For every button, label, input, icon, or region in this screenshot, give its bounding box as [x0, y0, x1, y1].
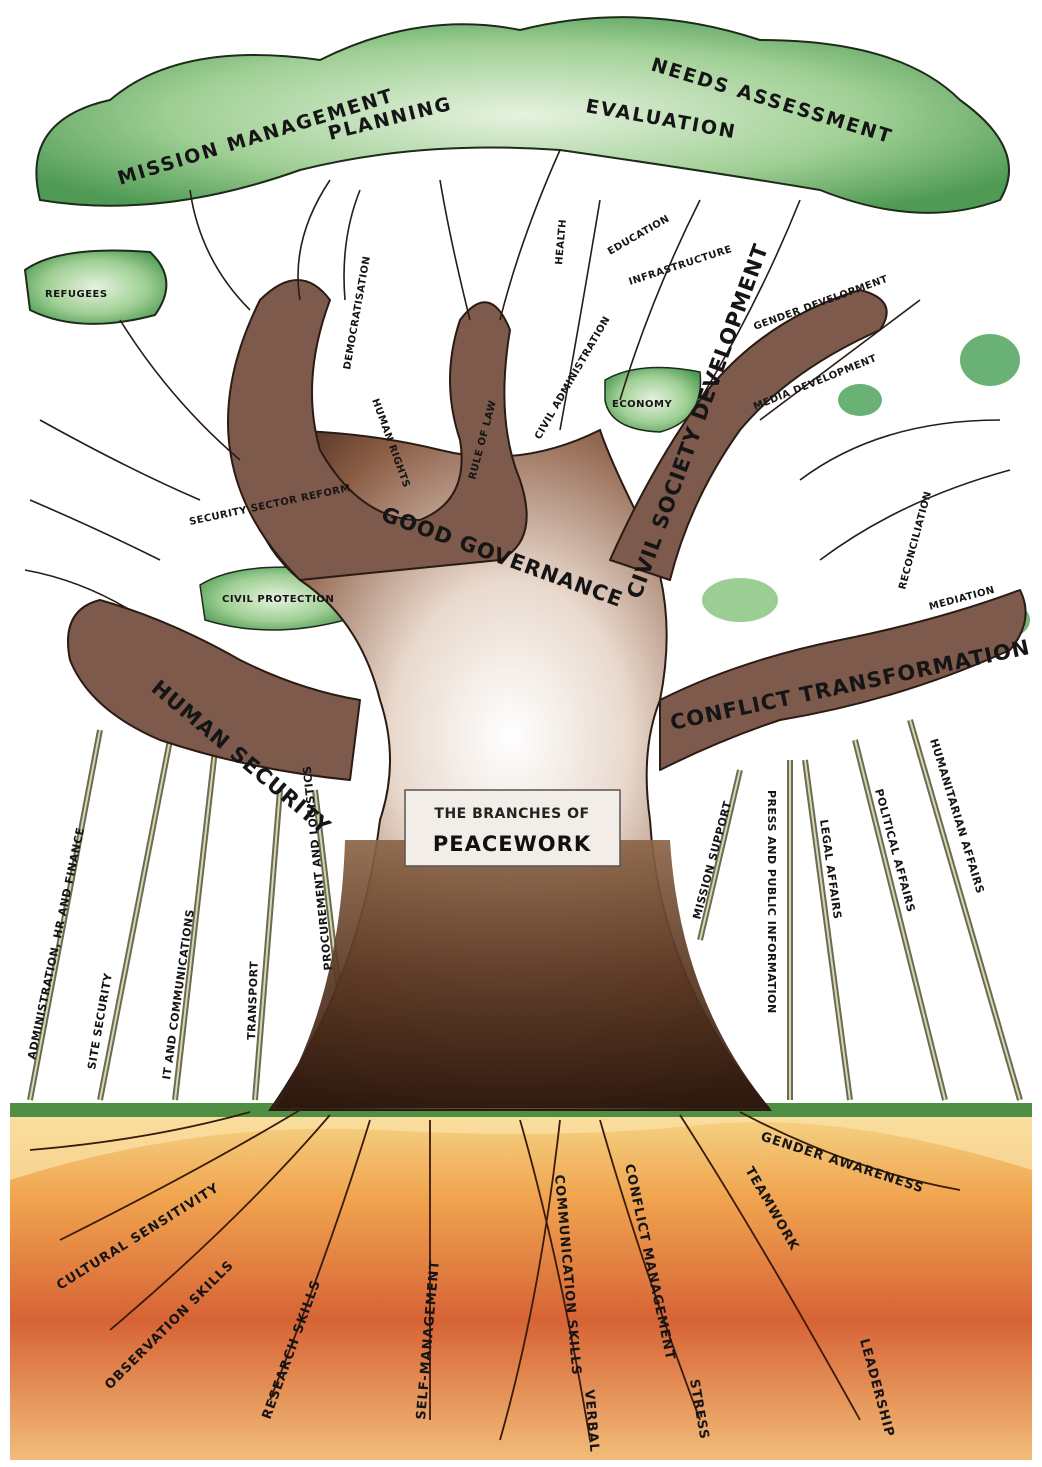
label-press-public-information: PRESS AND PUBLIC INFORMATION	[765, 790, 778, 1014]
label-civil-protection: CIVIL PROTECTION	[222, 594, 334, 605]
label-transport: TRANSPORT	[245, 961, 261, 1040]
title-plaque: THE BRANCHES OF PEACEWORK	[405, 790, 620, 866]
label-economy: ECONOMY	[612, 399, 672, 410]
plaque-line-1: THE BRANCHES OF	[434, 806, 589, 822]
label-refugees: REFUGEES	[45, 289, 108, 300]
plaque-line-2: PEACEWORK	[433, 832, 591, 856]
